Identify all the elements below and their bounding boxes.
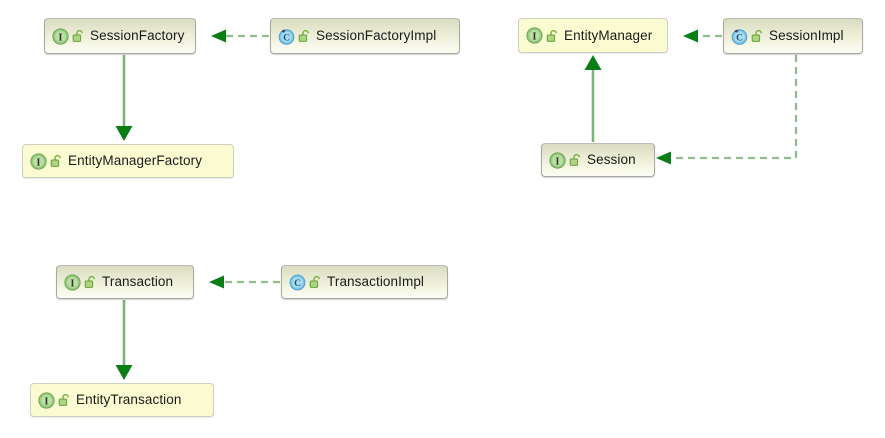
node-label: TransactionImpl <box>327 274 425 290</box>
unlocked-lock-icon <box>751 29 764 43</box>
svg-text:I: I <box>59 32 63 43</box>
unlocked-lock-icon <box>58 393 71 407</box>
unlocked-lock-icon <box>84 275 97 289</box>
unlocked-lock-icon <box>546 29 559 43</box>
node-entitymanagerfactory[interactable]: I EntityManagerFactory <box>22 144 234 178</box>
edge-transactionimpl-to-transaction <box>209 275 280 289</box>
unlocked-lock-icon <box>298 29 311 43</box>
edge-session-to-entitymanager <box>584 55 602 142</box>
node-session[interactable]: I Session <box>541 143 655 177</box>
unlocked-lock-icon <box>50 154 63 168</box>
edge-sessionimpl-to-session <box>656 55 798 165</box>
node-entitymanager[interactable]: I EntityManager <box>518 18 668 53</box>
node-sessionimpl[interactable]: C SessionImpl <box>723 18 863 54</box>
interface-icon: I <box>52 27 69 45</box>
svg-text:C: C <box>294 279 301 289</box>
node-label: SessionFactory <box>90 28 185 44</box>
node-label: EntityManagerFactory <box>68 153 203 169</box>
edge-sessionfactory-to-entitymanagerfactory <box>115 55 133 141</box>
edge-sessionimpl-to-entitymanager <box>683 29 722 43</box>
node-label: SessionFactoryImpl <box>316 28 437 44</box>
svg-text:C: C <box>283 33 290 43</box>
class-icon: C <box>731 28 748 45</box>
unlocked-lock-icon <box>309 275 322 289</box>
interface-icon: I <box>38 391 55 409</box>
interface-icon: I <box>526 27 543 44</box>
svg-text:I: I <box>71 278 75 289</box>
edge-sessionfactoryimpl-to-sessionfactory <box>211 29 269 43</box>
svg-text:I: I <box>37 157 41 168</box>
node-transaction[interactable]: I Transaction <box>56 265 194 299</box>
node-label: Transaction <box>102 274 174 290</box>
interface-icon: I <box>64 273 81 291</box>
node-label: Session <box>587 152 636 168</box>
interface-icon: I <box>549 151 566 169</box>
unlocked-lock-icon <box>569 153 582 167</box>
node-label: EntityTransaction <box>76 392 182 408</box>
node-sessionfactory[interactable]: I SessionFactory <box>44 18 196 54</box>
interface-icon: I <box>30 152 47 170</box>
edge-transaction-to-entitytransaction <box>115 300 133 380</box>
svg-text:I: I <box>533 31 537 42</box>
class-icon: C <box>278 28 295 45</box>
svg-text:I: I <box>45 396 49 407</box>
node-transactionimpl[interactable]: C TransactionImpl <box>281 265 448 299</box>
svg-text:I: I <box>556 156 560 167</box>
node-entitytransaction[interactable]: I EntityTransaction <box>30 383 214 417</box>
node-sessionfactoryimpl[interactable]: C SessionFactoryImpl <box>270 18 460 54</box>
svg-text:C: C <box>736 33 743 43</box>
node-label: SessionImpl <box>769 28 844 44</box>
class-icon: C <box>289 274 306 291</box>
node-label: EntityManager <box>564 27 653 43</box>
unlocked-lock-icon <box>72 29 85 43</box>
